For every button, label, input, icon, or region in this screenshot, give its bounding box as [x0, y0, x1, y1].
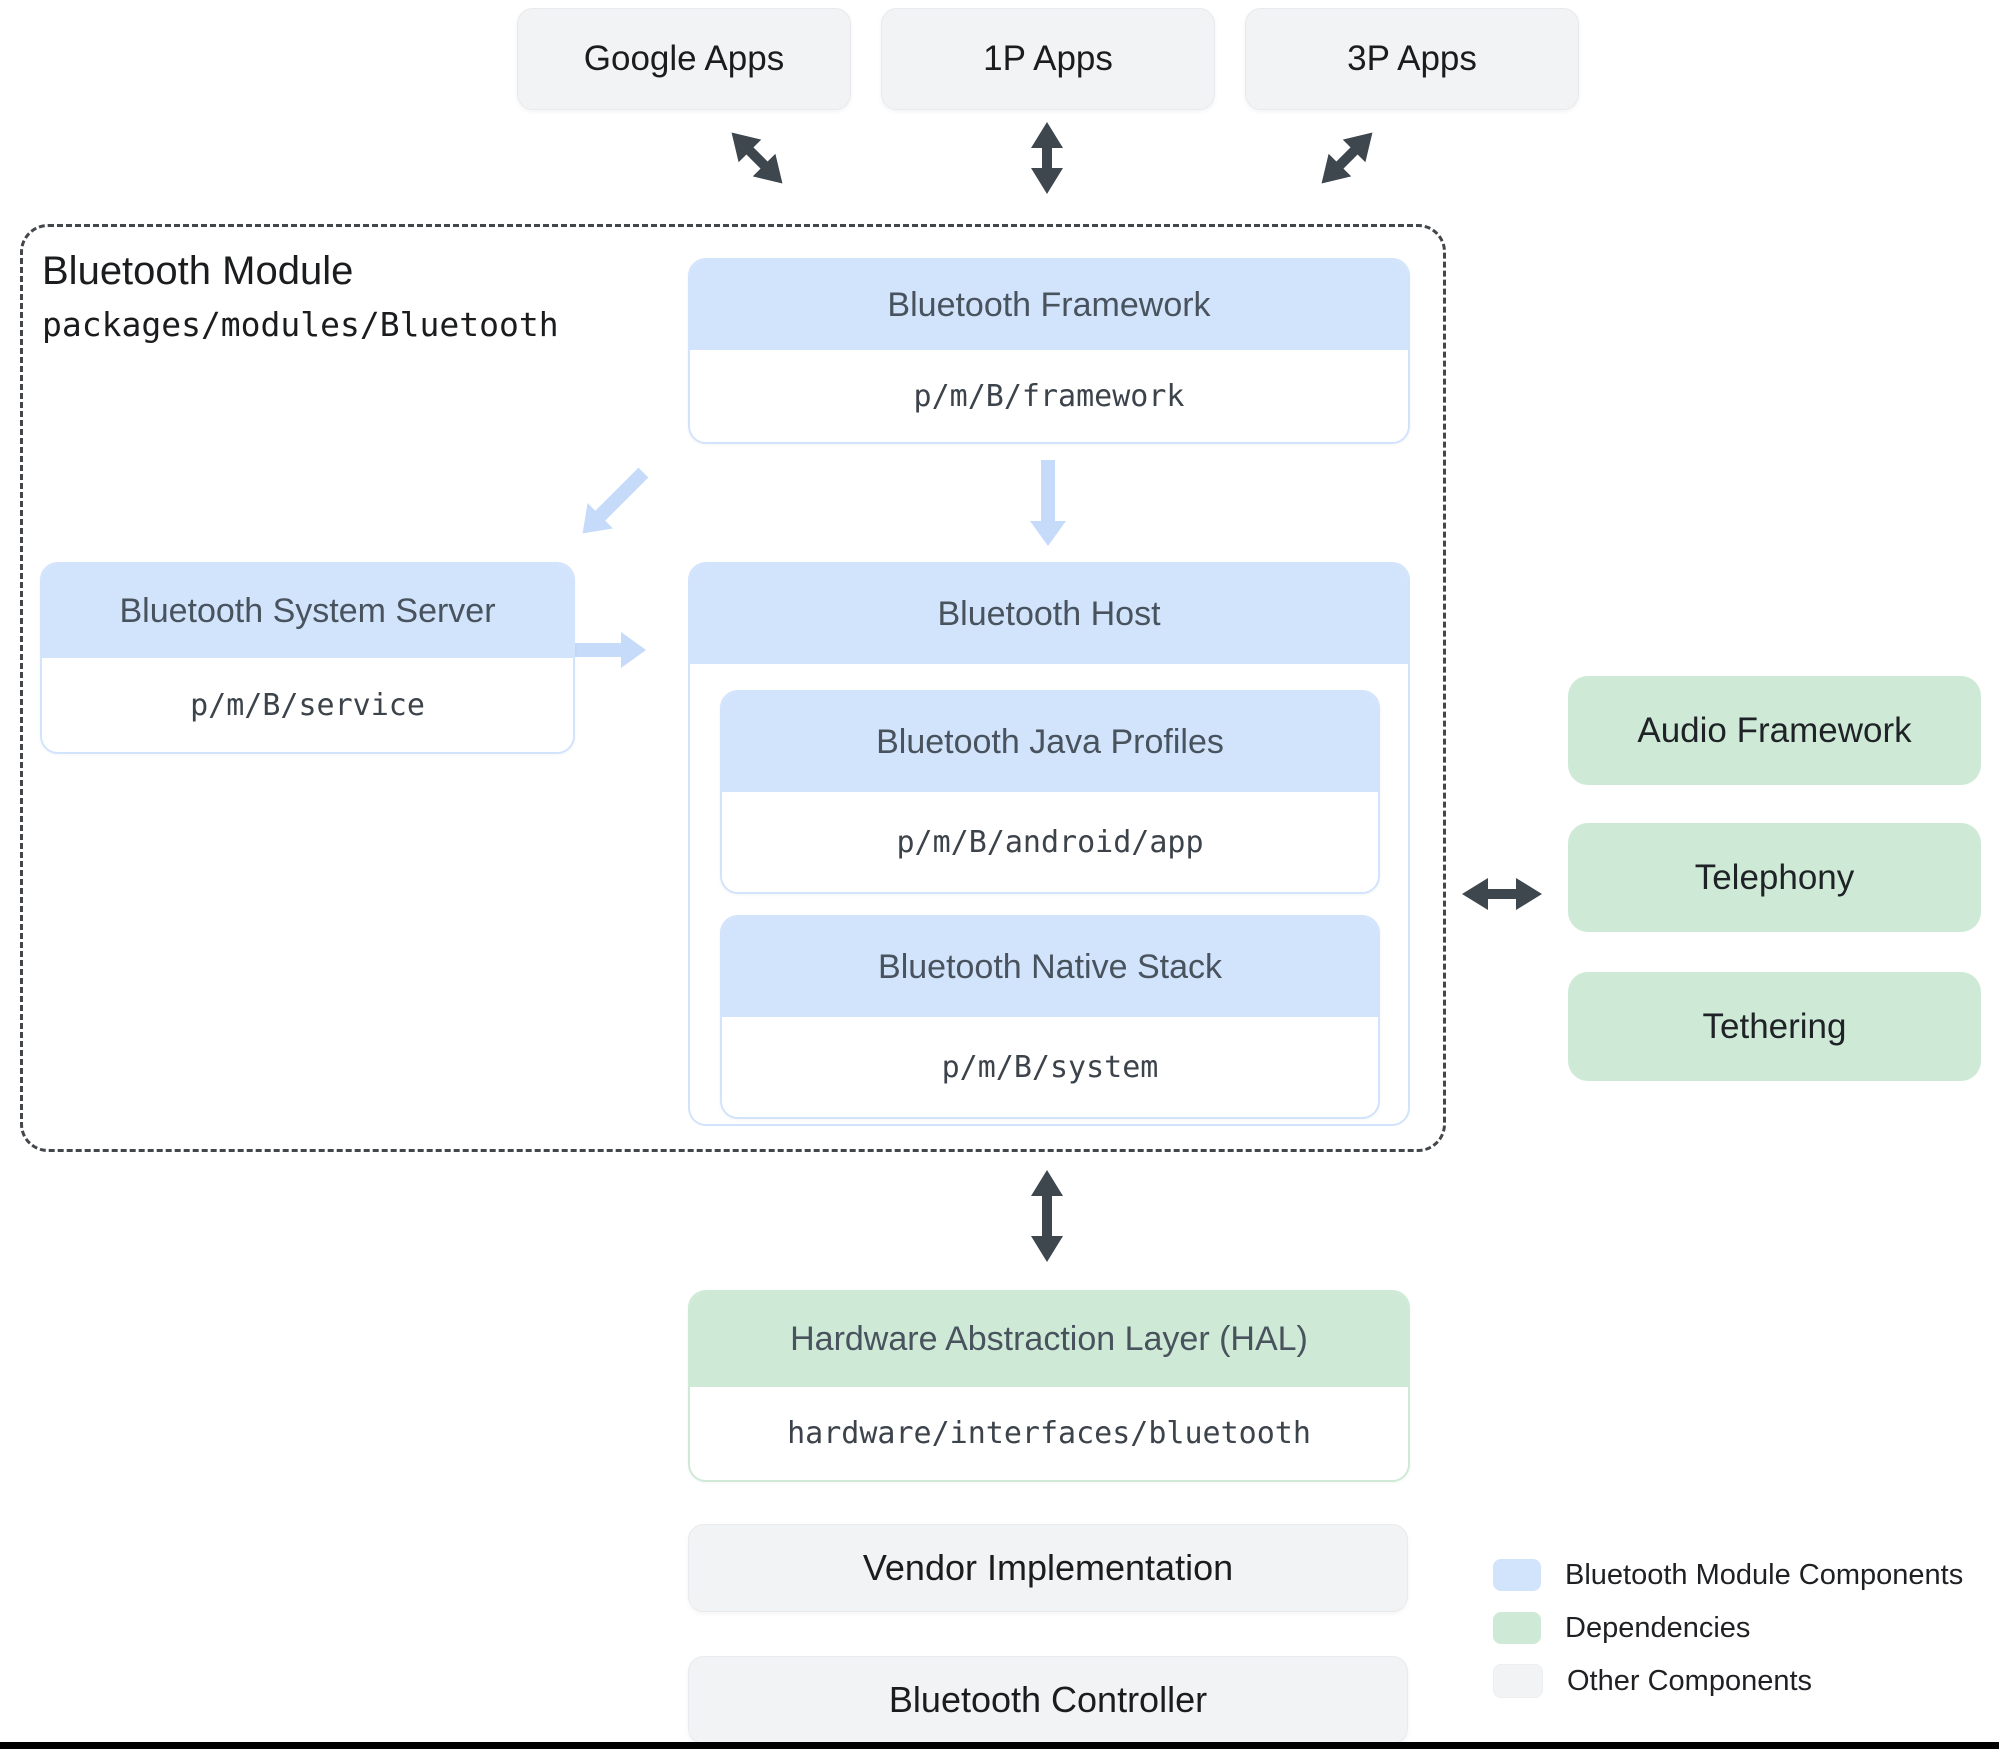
- legend-swatch-gray: [1493, 1664, 1543, 1698]
- 1p-apps-box: 1P Apps: [881, 8, 1215, 110]
- google-apps-box: Google Apps: [517, 8, 851, 110]
- system-server-to-host-arrow-icon: [560, 632, 646, 668]
- bluetooth-framework-title: Bluetooth Framework: [690, 260, 1408, 350]
- module-to-hal-bidirectional-arrow-icon: [1030, 1170, 1064, 1262]
- 3p-apps-label: 3P Apps: [1347, 39, 1477, 78]
- framework-to-host-arrow-icon: [1030, 460, 1066, 546]
- bluetooth-controller-label: Bluetooth Controller: [888, 1679, 1208, 1720]
- tethering-label: Tethering: [1702, 1006, 1847, 1046]
- vendor-implementation-label: Vendor Implementation: [862, 1547, 1234, 1588]
- bottom-edge-bar: [0, 1742, 1999, 1749]
- google-apps-label: Google Apps: [583, 39, 785, 78]
- 1p-apps-bidirectional-arrow-icon: [1030, 122, 1064, 194]
- vendor-implementation-box: Vendor Implementation: [688, 1524, 1408, 1612]
- hal-box: Hardware Abstraction Layer (HAL) hardwar…: [688, 1290, 1410, 1482]
- 3p-apps-bidirectional-arrow-icon: [1310, 121, 1385, 196]
- legend-label-module-components: Bluetooth Module Components: [1565, 1558, 1964, 1591]
- bluetooth-java-profiles-box: Bluetooth Java Profiles p/m/B/android/ap…: [720, 690, 1380, 894]
- telephony-box: Telephony: [1568, 823, 1981, 932]
- audio-framework-label: Audio Framework: [1637, 710, 1912, 750]
- legend-swatch-blue: [1493, 1559, 1541, 1591]
- bluetooth-system-server-title: Bluetooth System Server: [42, 564, 573, 658]
- bluetooth-system-server-path: p/m/B/service: [42, 658, 573, 752]
- bluetooth-module-path: packages/modules/Bluetooth: [42, 305, 559, 344]
- bluetooth-module-container: [20, 224, 1446, 1152]
- bluetooth-framework-path: p/m/B/framework: [690, 350, 1408, 442]
- framework-to-system-server-arrow-icon: [570, 460, 656, 546]
- 3p-apps-box: 3P Apps: [1245, 8, 1579, 110]
- 1p-apps-label: 1P Apps: [983, 39, 1113, 78]
- hal-title: Hardware Abstraction Layer (HAL): [690, 1292, 1408, 1387]
- legend-label-other-components: Other Components: [1567, 1664, 1813, 1697]
- bluetooth-framework-box: Bluetooth Framework p/m/B/framework: [688, 258, 1410, 444]
- bluetooth-module-title: Bluetooth Module: [42, 249, 354, 293]
- bluetooth-controller-box: Bluetooth Controller: [688, 1656, 1408, 1744]
- legend-row-module-components: Bluetooth Module Components: [1493, 1559, 1963, 1591]
- bluetooth-system-server-box: Bluetooth System Server p/m/B/service: [40, 562, 575, 754]
- audio-framework-box: Audio Framework: [1568, 676, 1981, 785]
- legend-label-dependencies: Dependencies: [1565, 1611, 1751, 1644]
- bluetooth-native-stack-path: p/m/B/system: [722, 1017, 1378, 1117]
- hal-path: hardware/interfaces/bluetooth: [690, 1387, 1408, 1480]
- bluetooth-native-stack-title: Bluetooth Native Stack: [722, 917, 1378, 1017]
- bluetooth-java-profiles-title: Bluetooth Java Profiles: [722, 692, 1378, 792]
- tethering-box: Tethering: [1568, 972, 1981, 1081]
- bluetooth-native-stack-box: Bluetooth Native Stack p/m/B/system: [720, 915, 1380, 1119]
- bluetooth-host-title: Bluetooth Host: [690, 564, 1408, 664]
- google-apps-bidirectional-arrow-icon: [720, 121, 795, 196]
- legend-row-other-components: Other Components: [1493, 1664, 1813, 1698]
- bluetooth-java-profiles-path: p/m/B/android/app: [722, 792, 1378, 892]
- legend-swatch-green: [1493, 1612, 1541, 1644]
- legend-row-dependencies: Dependencies: [1493, 1612, 1750, 1644]
- module-to-dependencies-bidirectional-arrow-icon: [1462, 877, 1542, 911]
- telephony-label: Telephony: [1694, 857, 1855, 897]
